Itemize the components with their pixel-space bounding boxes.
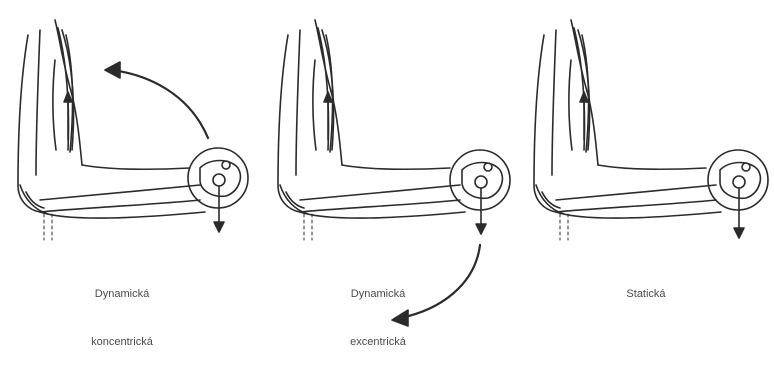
muscle-contraction-diagram: Dynamická koncentrická	[0, 0, 774, 329]
weight-point	[213, 174, 225, 186]
caption-static: Statická	[586, 254, 706, 366]
caption-line-1: Dynamická	[62, 286, 182, 302]
caption-line-2: excentrická	[318, 334, 438, 350]
forearm-top	[40, 200, 200, 212]
panel-eccentric: Dynamická excentrická	[260, 0, 518, 329]
panel-static: Statická	[516, 0, 774, 329]
tendon	[82, 165, 190, 169]
caption-line-1: Dynamická	[318, 286, 438, 302]
caption-concentric: Dynamická koncentrická	[62, 254, 182, 382]
caption-line-1: Statická	[586, 286, 706, 302]
caption-line-2: koncentrická	[62, 334, 182, 350]
motion-arrow-concentric	[112, 70, 208, 138]
panel-concentric: Dynamická koncentrická	[0, 0, 258, 329]
hand-circle	[188, 148, 248, 208]
load-arrowhead	[214, 222, 224, 232]
forearm-bottom	[40, 212, 205, 218]
caption-eccentric: Dynamická excentrická	[318, 254, 438, 382]
